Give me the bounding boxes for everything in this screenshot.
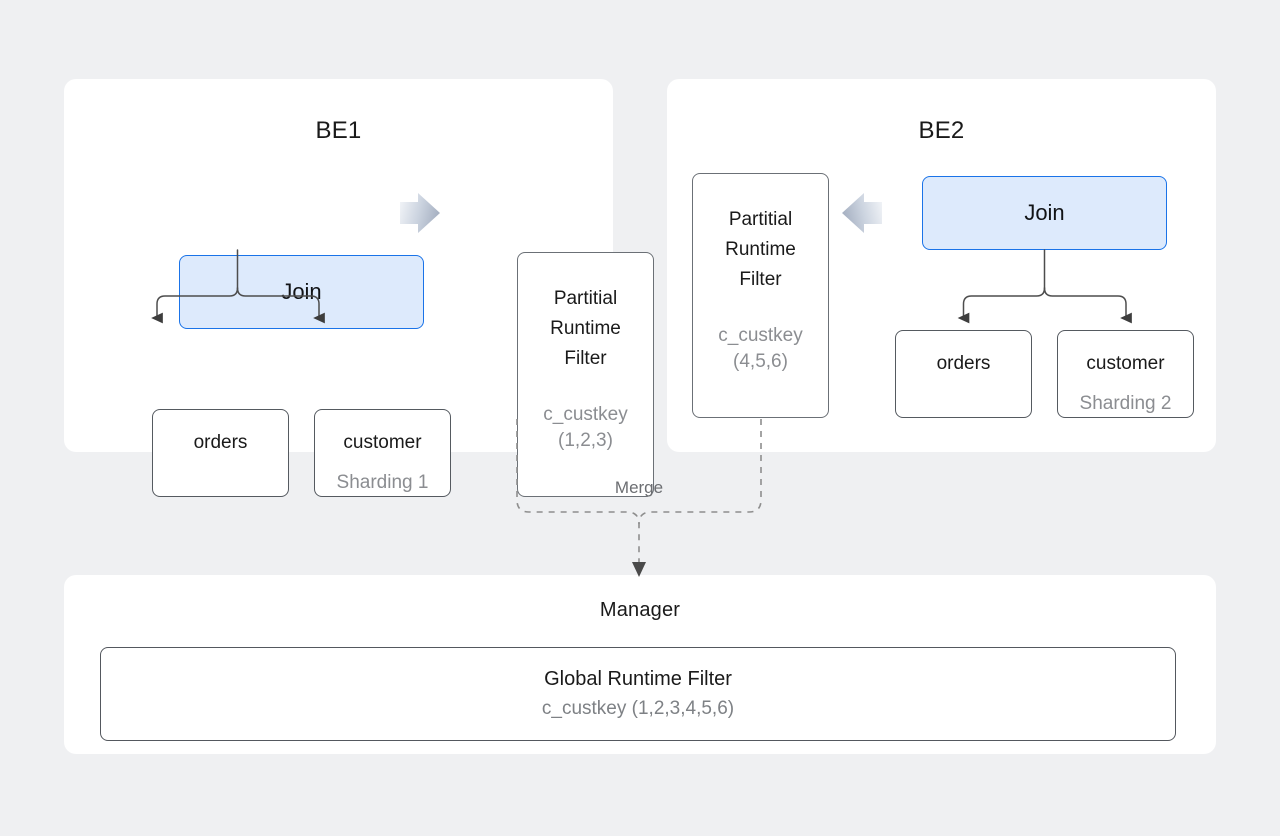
node-orders-be2[interactable]: orders — [895, 330, 1032, 418]
node-sublabel: Sharding 2 — [1079, 393, 1172, 414]
prf-title-line: Runtime — [550, 318, 621, 339]
global-filter-title: Global Runtime Filter — [544, 668, 732, 690]
node-label: customer — [343, 432, 422, 453]
prf-key-be2: c_custkey (4,5,6) — [718, 323, 802, 375]
panel-be1: BE1 Join orders customer Sharding 1 Part… — [64, 79, 654, 497]
node-customer-be2[interactable]: customer Sharding 2 — [1057, 330, 1194, 418]
node-customer-be1[interactable]: customer Sharding 1 — [314, 409, 451, 497]
join-label: Join — [281, 279, 322, 304]
prf-key-line: c_custkey — [718, 325, 803, 346]
node-partial-runtime-filter-be1[interactable]: Partitial Runtime Filter c_custkey (1,2,… — [517, 252, 654, 497]
join-label: Join — [1024, 200, 1065, 225]
node-sublabel: Sharding 1 — [336, 472, 429, 493]
node-global-runtime-filter[interactable]: Global Runtime Filter c_custkey (1,2,3,4… — [100, 647, 1176, 741]
node-label: customer — [1086, 353, 1165, 374]
node-join-be1[interactable]: Join — [179, 255, 424, 329]
node-label: orders — [193, 432, 248, 453]
prf-title-line: Filter — [739, 269, 782, 290]
prf-title-line: Partitial — [728, 209, 793, 230]
node-orders-be1[interactable]: orders — [152, 409, 289, 497]
panel-title-be2: BE2 — [918, 117, 965, 144]
prf-title-be2: Partitial Runtime Filter — [725, 205, 796, 295]
prf-key-line: (4,5,6) — [733, 351, 788, 372]
prf-key-line: (1,2,3) — [558, 430, 613, 451]
prf-title-line: Runtime — [725, 239, 796, 260]
prf-title-be1: Partitial Runtime Filter — [550, 284, 621, 374]
merge-label: Merge — [614, 478, 664, 497]
global-filter-key: c_custkey (1,2,3,4,5,6) — [541, 698, 735, 719]
prf-key-line: c_custkey — [543, 404, 628, 425]
prf-title-line: Filter — [564, 348, 607, 369]
node-join-be2[interactable]: Join — [922, 176, 1167, 250]
node-partial-runtime-filter-be2[interactable]: Partitial Runtime Filter c_custkey (4,5,… — [692, 173, 829, 418]
prf-key-be1: c_custkey (1,2,3) — [543, 402, 627, 454]
panel-title-be1: BE1 — [315, 117, 362, 144]
node-label: orders — [936, 353, 991, 374]
prf-title-line: Partitial — [553, 288, 618, 309]
panel-title-manager: Manager — [599, 599, 681, 621]
